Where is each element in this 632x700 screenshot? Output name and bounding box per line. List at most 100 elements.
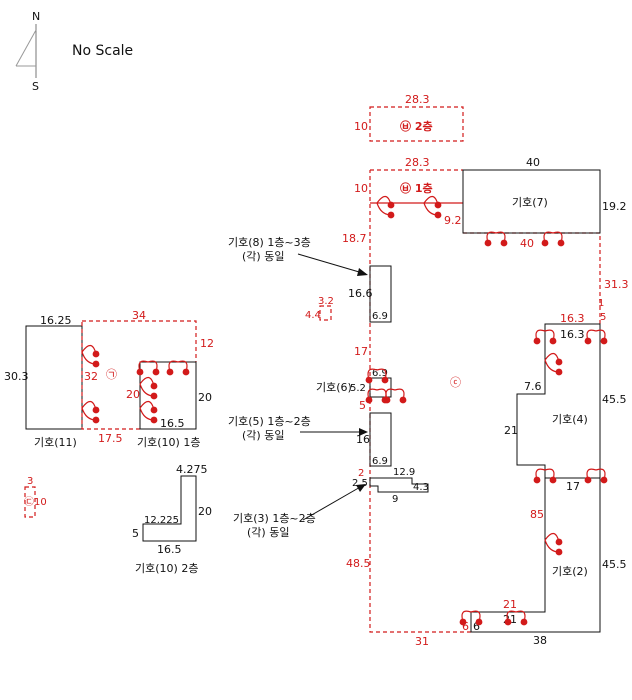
small-dashed-box-west bbox=[24, 486, 36, 518]
callout-3-line1: 기호(3) 1층~2층 bbox=[233, 512, 316, 525]
callout-8-line1: 기호(8) 1층~3층 bbox=[228, 236, 311, 249]
boundary-marker bbox=[544, 532, 563, 556]
dim-5-b: 5 bbox=[132, 527, 139, 540]
dim-20-c: 20 bbox=[198, 505, 212, 518]
dim-6-red: 6 bbox=[462, 620, 469, 633]
dim-6-9-b: 6.9 bbox=[372, 368, 388, 379]
boundary-marker bbox=[484, 231, 508, 247]
dim-5-2: 5.2 bbox=[350, 383, 366, 394]
lot-1f-label: ㉥ 1층 bbox=[400, 181, 433, 195]
dim-31-3: 31.3 bbox=[604, 278, 629, 291]
boundary-marker bbox=[584, 468, 608, 484]
boundary-marker bbox=[533, 468, 557, 484]
building-10-1f-label: 기호(10) 1층 bbox=[137, 436, 200, 449]
boundary-marker bbox=[541, 231, 565, 247]
dim-4-4: 4.4 bbox=[305, 310, 321, 321]
boundary-marker bbox=[376, 195, 395, 219]
boundary-marker bbox=[139, 376, 158, 400]
dim-10: 10 bbox=[354, 182, 368, 195]
lot-2f-label: ㉥ 2층 bbox=[400, 119, 433, 133]
dim-28-3-top: 28.3 bbox=[405, 93, 430, 106]
dim-38: 38 bbox=[533, 634, 547, 647]
building-8 bbox=[369, 265, 392, 323]
boundary-marker bbox=[584, 329, 608, 345]
building-10-1f bbox=[139, 361, 197, 430]
dim-40-red: 40 bbox=[520, 237, 534, 250]
dim-17-a: 17 bbox=[354, 345, 368, 358]
callout-8-line2: (각) 동일 bbox=[242, 249, 284, 263]
building-6 bbox=[369, 377, 392, 398]
dim-85: 85 bbox=[530, 508, 544, 521]
dim-31: 31 bbox=[415, 635, 429, 648]
dim-6-9-a: 6.9 bbox=[372, 311, 388, 322]
dim-2: 2 bbox=[358, 468, 364, 479]
building-4 bbox=[516, 323, 601, 479]
callout-5-line1: 기호(5) 1층~2층 bbox=[228, 415, 311, 428]
lot-a-outline bbox=[81, 320, 197, 430]
dim-5-right: 5 bbox=[600, 312, 606, 323]
dim-1: 1 bbox=[598, 298, 604, 309]
dim-19-2: 19.2 bbox=[602, 200, 627, 213]
boundary-marker bbox=[365, 368, 389, 384]
callout-3-arrow bbox=[356, 484, 366, 492]
callout-3-leader bbox=[302, 485, 363, 521]
callout-8-leader bbox=[297, 253, 367, 275]
dim-6-black: 6 bbox=[473, 620, 480, 633]
dim-12: 12 bbox=[200, 337, 214, 350]
dim-32: 32 bbox=[84, 370, 98, 383]
dim-16-3-red: 16.3 bbox=[560, 312, 585, 325]
building-6-label: 기호(6) bbox=[316, 381, 352, 394]
compass-south-label: S bbox=[32, 80, 39, 93]
callout-3-line2: (각) 동일 bbox=[247, 525, 289, 539]
small-dashed-box-east bbox=[319, 305, 332, 321]
boundary-marker bbox=[383, 388, 407, 404]
scale-note: No Scale bbox=[72, 43, 133, 59]
boundary-marker bbox=[544, 352, 563, 376]
dim-17-5: 17.5 bbox=[98, 432, 123, 445]
dim-12-225: 12.225 bbox=[144, 515, 179, 526]
dim-2-5: 2.5 bbox=[352, 478, 368, 489]
callout-8-arrow bbox=[357, 268, 368, 276]
dim-3: 3 bbox=[27, 476, 33, 487]
compass-arm bbox=[15, 29, 37, 67]
dim-10-top: 10 bbox=[354, 120, 368, 133]
boundary-marker bbox=[139, 400, 158, 424]
dim-7-6: 7.6 bbox=[524, 380, 542, 393]
dim-3-2: 3.2 bbox=[318, 296, 334, 307]
dim-34: 34 bbox=[132, 309, 146, 322]
boundary-marker bbox=[423, 195, 442, 219]
dim-16-25: 16.25 bbox=[40, 314, 72, 327]
dim-48-5: 48.5 bbox=[346, 557, 371, 570]
building-11 bbox=[25, 325, 83, 430]
dim-18-7: 18.7 bbox=[342, 232, 367, 245]
boundary-marker bbox=[459, 610, 483, 626]
dim-4-3: 4.3 bbox=[413, 482, 429, 493]
boundary-marker bbox=[166, 360, 190, 376]
building-3 bbox=[369, 477, 429, 493]
boundary-marker bbox=[504, 610, 528, 626]
dim-16-5: 16.5 bbox=[160, 417, 185, 430]
dim-4-275: 4.275 bbox=[176, 463, 208, 476]
boundary-marker bbox=[533, 329, 557, 345]
boundary-marker-group bbox=[81, 195, 608, 626]
dim-9: 9 bbox=[392, 494, 398, 505]
dim-21-red: 21 bbox=[503, 598, 517, 611]
building-10-2f bbox=[142, 475, 197, 542]
dim-45-5-a: 45.5 bbox=[602, 393, 627, 406]
dim-16: 16 bbox=[356, 433, 370, 446]
building-11-label: 기호(11) bbox=[34, 436, 77, 449]
dim-12-9: 12.9 bbox=[393, 467, 415, 478]
dim-20-red: 20 bbox=[126, 388, 140, 401]
boundary-marker bbox=[136, 360, 160, 376]
building-2-label: 기호(2) bbox=[552, 565, 588, 578]
compass-north-label: N bbox=[32, 10, 40, 23]
building-7 bbox=[462, 169, 601, 234]
dim-30-3: 30.3 bbox=[4, 370, 29, 383]
boundary-marker bbox=[81, 400, 100, 424]
dim-16-3-black: 16.3 bbox=[560, 328, 585, 341]
dim-17-b: 17 bbox=[566, 480, 580, 493]
lot-c-label: ⓒ bbox=[450, 376, 461, 389]
callout-5-line2: (각) 동일 bbox=[242, 428, 284, 442]
callout-5-arrow bbox=[359, 428, 368, 436]
building-4-label: 기호(4) bbox=[552, 413, 588, 426]
